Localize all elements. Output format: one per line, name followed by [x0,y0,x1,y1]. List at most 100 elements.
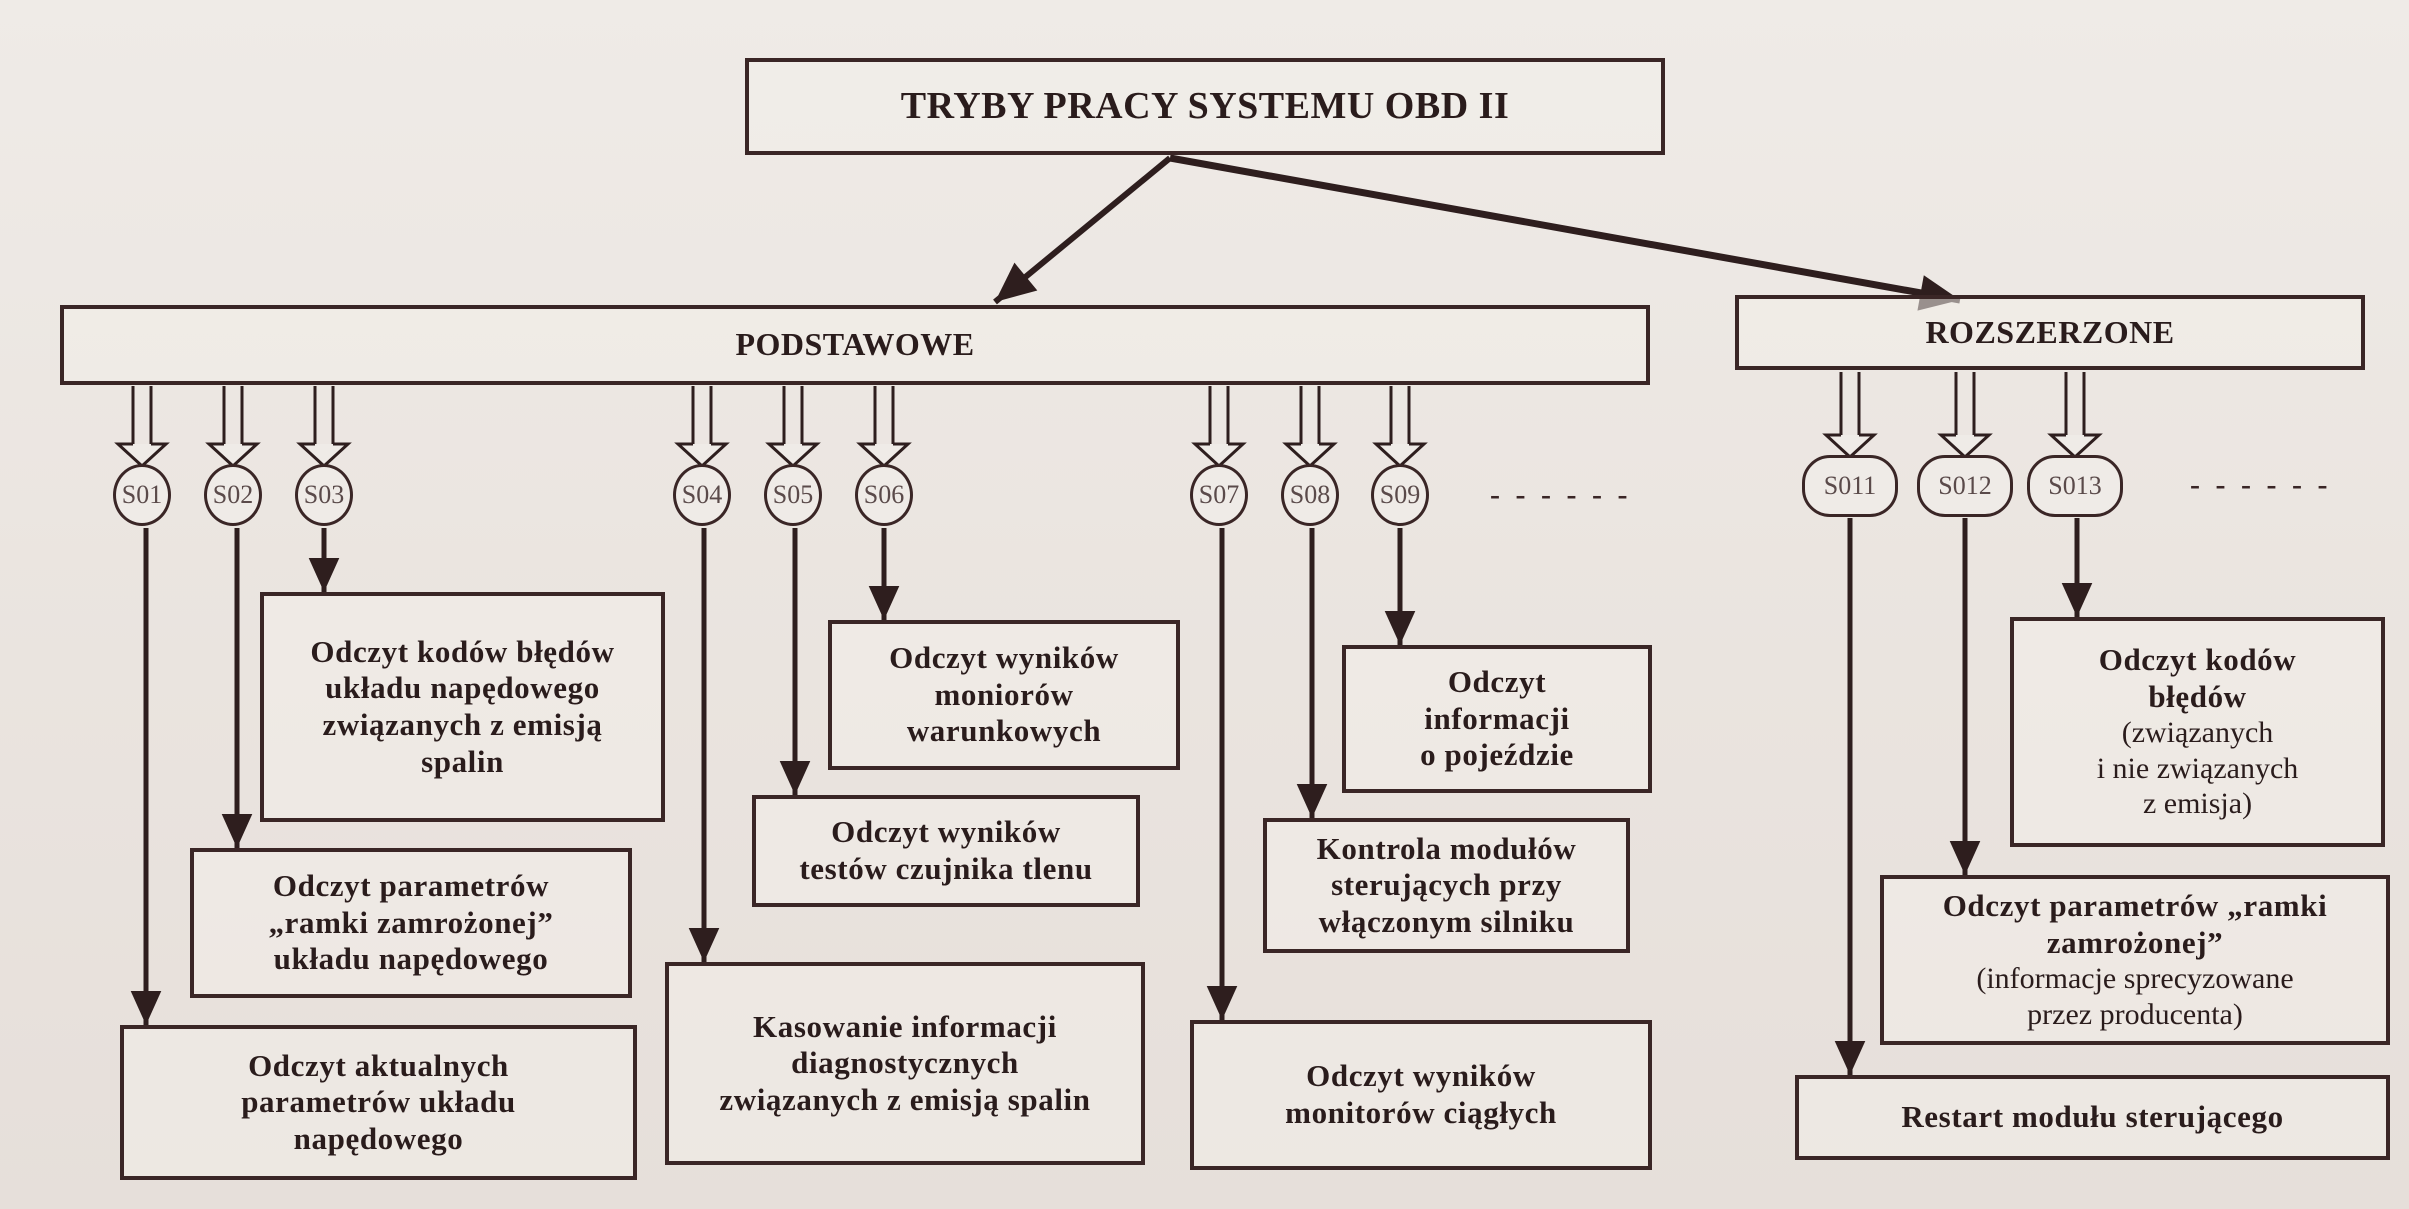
mode-node-s011: S011 [1802,455,1898,517]
mode-node-s07: S07 [1190,464,1248,526]
diagram-title: TRYBY PRACY SYSTEMU OBD II [900,85,1510,128]
mode-label: S012 [1938,471,1992,500]
result-text-line: Kontrola modułów [1316,830,1577,866]
mode-label: S09 [1379,480,1421,509]
mode-node-s05: S05 [764,464,822,526]
arrow-s07-head [1206,986,1238,1020]
mode-label: S05 [772,480,814,509]
arrow-title-to-extended-line [1169,154,1961,304]
hollow-arrow-basic-9-head [1372,442,1428,469]
mode-node-s04: S04 [673,464,731,526]
result-note-line: z emisja) [2142,787,2253,821]
result-text-line: zamrożonej” [2046,924,2224,960]
mode-label: S011 [1823,471,1877,500]
mode-label: S02 [212,480,254,509]
result-text-line: informacji [1424,700,1570,736]
result-text-line: o pojeździe [1420,737,1574,773]
arrow-s013-head [2061,583,2093,617]
mode-label: S06 [863,480,905,509]
mode-label: S08 [1289,480,1331,509]
result-text-line: Odczyt wyników [889,640,1119,676]
result-box-s06: Odczyt wyników moniorów warunkowych [828,620,1180,770]
result-text-line: moniorów [934,676,1074,712]
mode-label: S01 [121,480,163,509]
arrow-s01-head [130,991,162,1025]
mode-node-s013: S013 [2027,455,2123,517]
hollow-arrow-basic-4-head [674,442,730,469]
result-text-line: Odczyt parametrów „ramki [1942,888,2328,924]
result-box-s011: Restart modułu sterującego [1795,1075,2390,1160]
arrow-s05-head [779,761,811,795]
mode-label: S07 [1198,480,1240,509]
result-text-line: Restart modułu sterującego [1901,1099,2284,1135]
hollow-arrow-basic-7-head [1191,442,1247,469]
result-note-line: przez producenta) [2027,997,2243,1031]
hollow-arrow-basic-3-head [296,442,352,469]
result-text-line: diagnostycznych [791,1045,1019,1081]
result-box-s05: Odczyt wyników testów czujnika tlenu [752,795,1140,907]
category-extended-label: ROZSZERZONE [1925,313,2175,350]
hollow-arrow-basic-6-head [856,442,912,469]
arrow-s03-head [308,558,340,592]
result-text-line: parametrów układu [241,1084,516,1120]
result-box-s01: Odczyt aktualnych parametrów układu napę… [120,1025,637,1180]
mode-node-s02: S02 [204,464,262,526]
mode-label: S04 [681,480,723,509]
continuation-marker-basic: - - - - - - [1490,478,1632,511]
result-text-line: układu napędowego [273,941,549,977]
mode-label: S013 [2048,471,2102,500]
result-text-line: napędowego [293,1120,464,1156]
arrow-s09-head [1384,611,1416,645]
hollow-arrow-extended-2-head [1937,433,1993,460]
category-basic-label: PODSTAWOWE [735,326,975,363]
result-note-line: (informacje sprecyzowane [1976,962,2294,996]
result-text-line: spalin [421,743,504,779]
hollow-arrow-extended-3-head [2047,433,2103,460]
arrow-s08-head [1296,784,1328,818]
result-text-line: Odczyt kodów [2098,642,2297,678]
result-box-s07: Odczyt wyników monitorów ciągłych [1190,1020,1652,1170]
result-text-line: układu napędowego [325,670,600,706]
result-note-line: i nie związanych [2096,751,2299,785]
arrow-s02-head [221,814,253,848]
result-box-s04: Kasowanie informacji diagnostycznych zwi… [665,962,1145,1165]
mode-node-s06: S06 [855,464,913,526]
result-box-s08: Kontrola modułów sterujących przy włączo… [1263,818,1630,953]
result-text-line: związanych z emisją [322,707,603,742]
arrow-s011-head [1834,1041,1866,1075]
result-text-line: związanych z emisją spalin [719,1081,1091,1117]
mode-label: S03 [303,480,345,509]
mode-node-s09: S09 [1371,464,1429,526]
category-extended-box: ROZSZERZONE [1735,295,2365,370]
mode-node-s08: S08 [1281,464,1339,526]
result-text-line: warunkowych [906,713,1102,749]
result-box-s02: Odczyt parametrów „ramki zamrożonej” ukł… [190,848,632,998]
category-basic-box: PODSTAWOWE [60,305,1650,385]
mode-node-s01: S01 [113,464,171,526]
result-text-line: Odczyt [1447,664,1547,700]
result-box-s09: Odczyt informacji o pojeździe [1342,645,1652,793]
result-text-line: „ramki zamrożonej” [268,904,554,940]
mode-node-s012: S012 [1917,455,2013,517]
result-text-line: Odczyt wyników [831,814,1061,850]
arrow-s04-head [688,928,720,962]
hollow-arrow-extended-1-head [1822,433,1878,460]
diagram-title-box: TRYBY PRACY SYSTEMU OBD II [745,58,1665,155]
result-box-s03: Odczyt kodów błędów układu napędowego zw… [260,592,665,822]
arrow-s012-head [1949,841,1981,875]
result-text-line: Odczyt aktualnych [248,1047,509,1083]
arrow-title-to-basic-head [995,262,1038,302]
result-text-line: błędów [2148,678,2247,714]
result-text-line: Odczyt parametrów [272,868,550,904]
result-text-line: monitorów ciągłych [1285,1095,1557,1130]
mode-node-s03: S03 [295,464,353,526]
result-text-line: sterujących przy [1331,867,1562,903]
hollow-arrow-basic-1-head [114,442,170,469]
continuation-marker-extended: - - - - - - [2190,468,2332,501]
result-text-line: Kasowanie informacji [753,1008,1057,1044]
result-text-line: testów czujnika tlenu [799,851,1093,886]
result-note-line: (związanych [2121,716,2274,750]
hollow-arrow-basic-8-head [1282,442,1338,469]
